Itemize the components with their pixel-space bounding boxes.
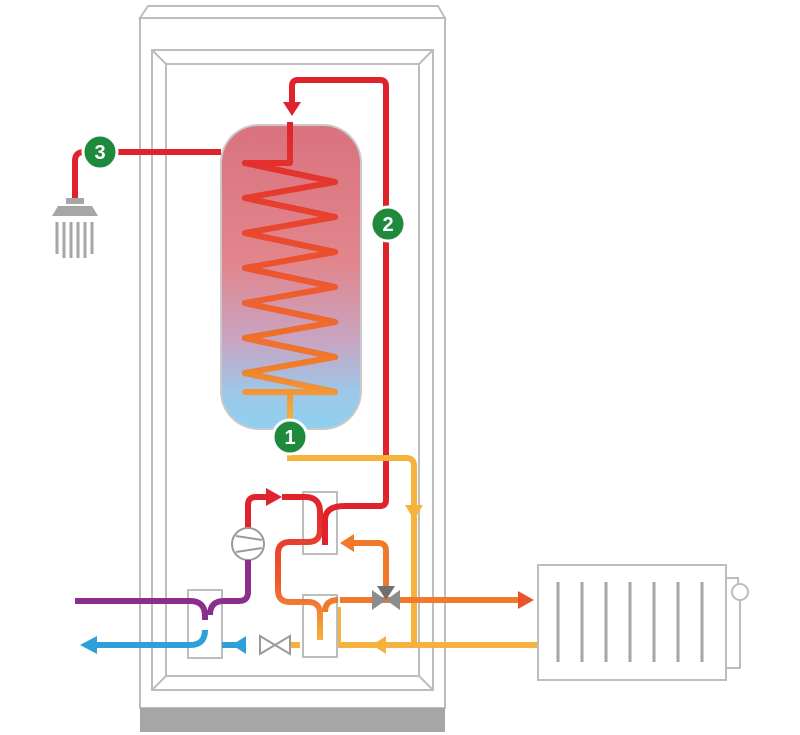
valve-feed-arrow <box>340 534 354 552</box>
source-in-pipe <box>75 598 208 620</box>
arrow-into-tank <box>283 102 301 116</box>
discharge-arrow <box>266 488 282 506</box>
hot-supply-pipe <box>289 77 389 509</box>
cabinet-base <box>140 708 445 732</box>
badge-2: 2 <box>369 205 407 243</box>
three-way-valve-icon <box>372 586 400 610</box>
valve-feed-pipe <box>352 540 389 588</box>
compressor-suction-pipe <box>207 560 251 616</box>
bottom-exchanger-link <box>322 597 339 613</box>
radiator-icon <box>537 564 749 681</box>
radiator-supply-arrow <box>518 591 534 609</box>
svg-text:3: 3 <box>94 142 105 164</box>
svg-text:1: 1 <box>284 427 295 449</box>
badge-3: 3 <box>81 133 119 171</box>
svg-text:2: 2 <box>382 214 393 236</box>
shower-head-icon <box>52 198 98 258</box>
hot-gas-pipe <box>275 494 323 640</box>
return-down-arrow <box>405 505 423 520</box>
radiator-return-arrow <box>372 636 386 654</box>
compressor-discharge-pipe <box>245 494 268 528</box>
compressor-icon <box>231 527 265 561</box>
exchanger-riser-pipe <box>322 503 346 545</box>
expansion-valve-icon <box>259 634 291 656</box>
badge-1: 1 <box>271 418 309 456</box>
tank-return-pipe <box>287 420 417 648</box>
source-out-arrow <box>80 636 97 654</box>
source-out-pipe <box>94 629 208 648</box>
tank-coil-front <box>242 122 338 422</box>
source-return-arrow <box>232 636 246 654</box>
